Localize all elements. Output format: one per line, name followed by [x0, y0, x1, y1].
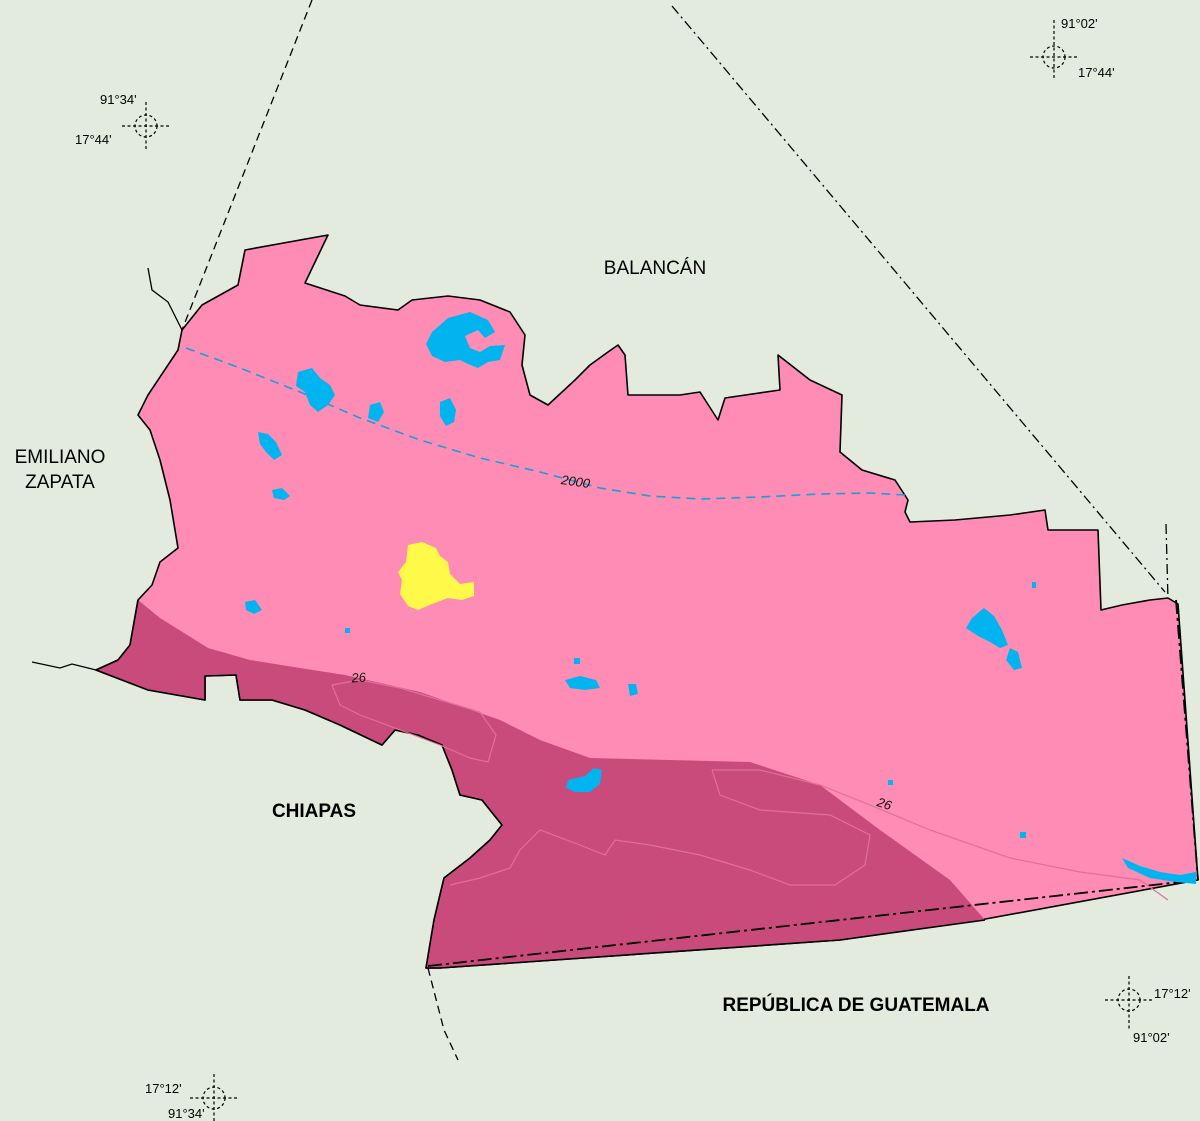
coord-nw-lat: 17°44'	[75, 132, 112, 147]
guatemala-border	[427, 879, 1199, 967]
temperature-isolines	[331, 679, 1169, 901]
lake	[296, 368, 335, 412]
coord-ne-lon: 91°02'	[1061, 16, 1098, 31]
lake	[258, 432, 282, 460]
neighbor-boundaries	[31, 0, 1169, 1061]
lake	[1122, 858, 1196, 884]
coord-sw-lon: 91°34'	[168, 1106, 205, 1121]
lake	[888, 780, 893, 785]
crosshair-ne	[1030, 20, 1078, 80]
lake	[1006, 648, 1022, 670]
coord-nw-lon: 91°34'	[100, 92, 137, 107]
lake	[345, 628, 350, 633]
coord-ne-lat: 17°44'	[1078, 65, 1115, 80]
boundary-east-edge	[1165, 523, 1169, 601]
coord-sw-lat: 17°12'	[145, 1081, 182, 1096]
lake	[628, 684, 638, 696]
crosshair-sw-mark	[190, 1074, 238, 1121]
lake	[368, 402, 384, 422]
municipality-outline	[95, 599, 986, 969]
crosshair-se	[1105, 976, 1153, 1030]
isoline-26-inner	[449, 769, 871, 886]
lake	[966, 608, 1008, 648]
isoline-label-26-west: 26	[350, 669, 367, 685]
lake	[1032, 582, 1036, 588]
boundary-chiapas-west	[31, 661, 97, 671]
isoline-2000	[185, 347, 906, 500]
lake	[1020, 832, 1026, 838]
lake	[245, 600, 262, 614]
lake	[566, 768, 602, 792]
urban-area	[398, 542, 474, 610]
boundary-balancan-east	[671, 5, 1166, 593]
boundary-emiliano-north	[147, 267, 183, 331]
coord-se-lon: 91°02'	[1133, 1030, 1170, 1045]
lake	[426, 312, 505, 368]
boundary-balancan-west	[181, 0, 313, 331]
isoline-label-2000: 2000	[559, 472, 591, 491]
southern-zone	[96, 600, 985, 968]
neighbor-label-chiapas: CHIAPAS	[272, 801, 356, 822]
isoline-26-east	[712, 769, 1169, 901]
neighbor-label-emiliano: EMILIANO	[15, 447, 106, 468]
lake	[272, 488, 290, 500]
coord-se-lat: 17°12'	[1154, 986, 1191, 1001]
neighbor-label-guatemala: REPÚBLICA DE GUATEMALA	[722, 994, 989, 1016]
lake	[574, 658, 580, 664]
crosshair-nw	[122, 102, 170, 150]
isoline-label-26-east: 26	[874, 794, 894, 813]
lake	[565, 676, 600, 690]
lake	[440, 398, 456, 426]
isoline-26-west	[331, 679, 497, 763]
east-border	[1175, 599, 1199, 881]
neighbor-label-balancan: BALANCÁN	[604, 258, 706, 279]
water-bodies	[245, 312, 1196, 884]
neighbor-label-zapata: ZAPATA	[25, 472, 95, 493]
